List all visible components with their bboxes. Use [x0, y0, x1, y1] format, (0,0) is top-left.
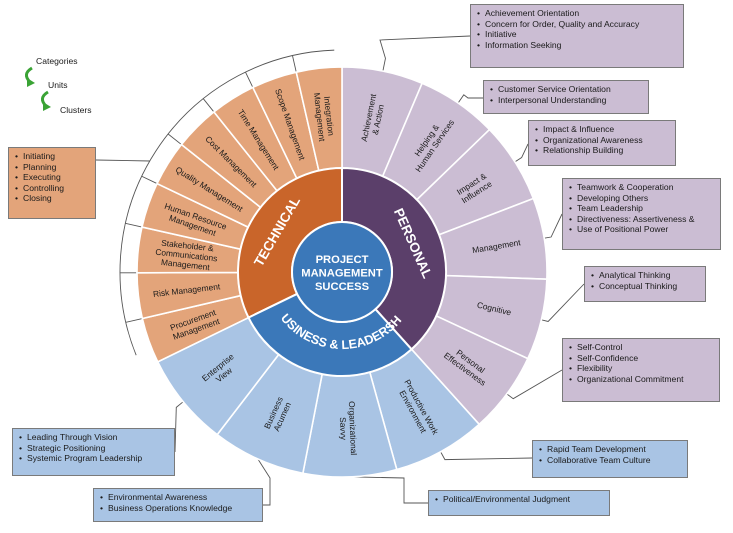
- cluster-achievement: Achievement Orientation Concern for Orde…: [470, 4, 684, 68]
- cluster-productive: Rapid Team Development Collaborative Tea…: [532, 440, 688, 478]
- unit-label: OrganizationalSavvy: [337, 401, 359, 456]
- cluster-enterprise: Leading Through Vision Strategic Positio…: [12, 428, 175, 476]
- legend-units: Units: [48, 80, 68, 90]
- cluster-item: Customer Service Orientation: [490, 84, 642, 95]
- cluster-item: Organizational Awareness: [535, 135, 669, 146]
- connector-line: [257, 458, 271, 506]
- cluster-impact: Impact & Influence Organizational Awaren…: [528, 120, 676, 166]
- cluster-item: Directiveness: Assertiveness &: [569, 214, 714, 225]
- cluster-item: Strategic Positioning: [19, 443, 168, 454]
- connector-line: [125, 318, 143, 323]
- connector-line: [245, 71, 254, 88]
- connector-line: [541, 283, 585, 322]
- connector-line: [202, 98, 215, 113]
- cluster-item: Planning: [15, 162, 89, 173]
- cluster-item: Executing: [15, 172, 89, 183]
- connector-line: [544, 213, 563, 239]
- cluster-item: Initiative: [477, 29, 677, 40]
- cluster-item: Concern for Order, Quality and Accuracy: [477, 19, 677, 30]
- cluster-item: Systemic Program Leadership: [19, 453, 168, 464]
- cluster-item: Interpersonal Understanding: [490, 95, 642, 106]
- center-circle: [291, 221, 393, 323]
- legend-arrowhead-icon: [43, 102, 51, 111]
- cluster-acumen: Environmental Awareness Business Operati…: [93, 488, 263, 522]
- connector-lines: [95, 35, 585, 506]
- cluster-item: Developing Others: [569, 193, 714, 204]
- legend: Categories Units Clusters: [18, 56, 118, 118]
- cluster-item: Self-Control: [569, 342, 713, 353]
- connector-line: [457, 94, 483, 104]
- cluster-item: Organizational Commitment: [569, 374, 713, 385]
- cluster-item: Flexibility: [569, 363, 713, 374]
- cluster-savvy: Political/Environmental Judgment: [428, 490, 610, 516]
- cluster-item: Team Leadership: [569, 203, 714, 214]
- cluster-cognitive: Analytical Thinking Conceptual Thinking: [584, 266, 706, 302]
- connector-line: [167, 133, 182, 145]
- connector-line: [292, 55, 297, 73]
- cluster-personal-effectiveness: Self-Control Self-Confidence Flexibility…: [562, 338, 720, 402]
- cluster-item: Political/Environmental Judgment: [435, 494, 603, 505]
- cluster-item: Leading Through Vision: [19, 432, 168, 443]
- connector-line: [440, 451, 533, 461]
- cluster-item: Collaborative Team Culture: [539, 455, 681, 466]
- cluster-item: Relationship Building: [535, 145, 669, 156]
- cluster-helping: Customer Service Orientation Interperson…: [483, 80, 649, 114]
- cluster-item: Analytical Thinking: [591, 270, 699, 281]
- cluster-item: Use of Positional Power: [569, 224, 714, 235]
- cluster-item: Environmental Awareness: [100, 492, 256, 503]
- legend-clusters: Clusters: [60, 105, 92, 115]
- cluster-item: Self-Confidence: [569, 353, 713, 364]
- connector-line: [379, 35, 471, 72]
- legend-arrowhead-icon: [27, 78, 35, 87]
- connector-line: [141, 175, 158, 184]
- cluster-item: Impact & Influence: [535, 124, 669, 135]
- cluster-item: Teamwork & Cooperation: [569, 182, 714, 193]
- cluster-item: Business Operations Knowledge: [100, 503, 256, 514]
- cluster-item: Rapid Team Development: [539, 444, 681, 455]
- connector-line: [95, 159, 150, 162]
- cluster-item: Controlling: [15, 183, 89, 194]
- connector-line: [125, 222, 143, 228]
- bracket-arc: [119, 49, 335, 356]
- cluster-item: Closing: [15, 193, 89, 204]
- legend-categories: Categories: [36, 56, 78, 66]
- legend-arrows: [25, 66, 51, 111]
- cluster-management: Teamwork & Cooperation Developing Others…: [562, 178, 721, 250]
- connector-line: [174, 401, 184, 453]
- connector-line: [506, 369, 563, 400]
- cluster-item: Initiating: [15, 151, 89, 162]
- cluster-technical-processes: Initiating Planning Executing Controllin…: [8, 147, 96, 219]
- cluster-item: Achievement Orientation: [477, 8, 677, 19]
- connector-line: [350, 476, 428, 504]
- connector-line: [514, 143, 529, 163]
- cluster-item: Information Seeking: [477, 40, 677, 51]
- cluster-item: Conceptual Thinking: [591, 281, 699, 292]
